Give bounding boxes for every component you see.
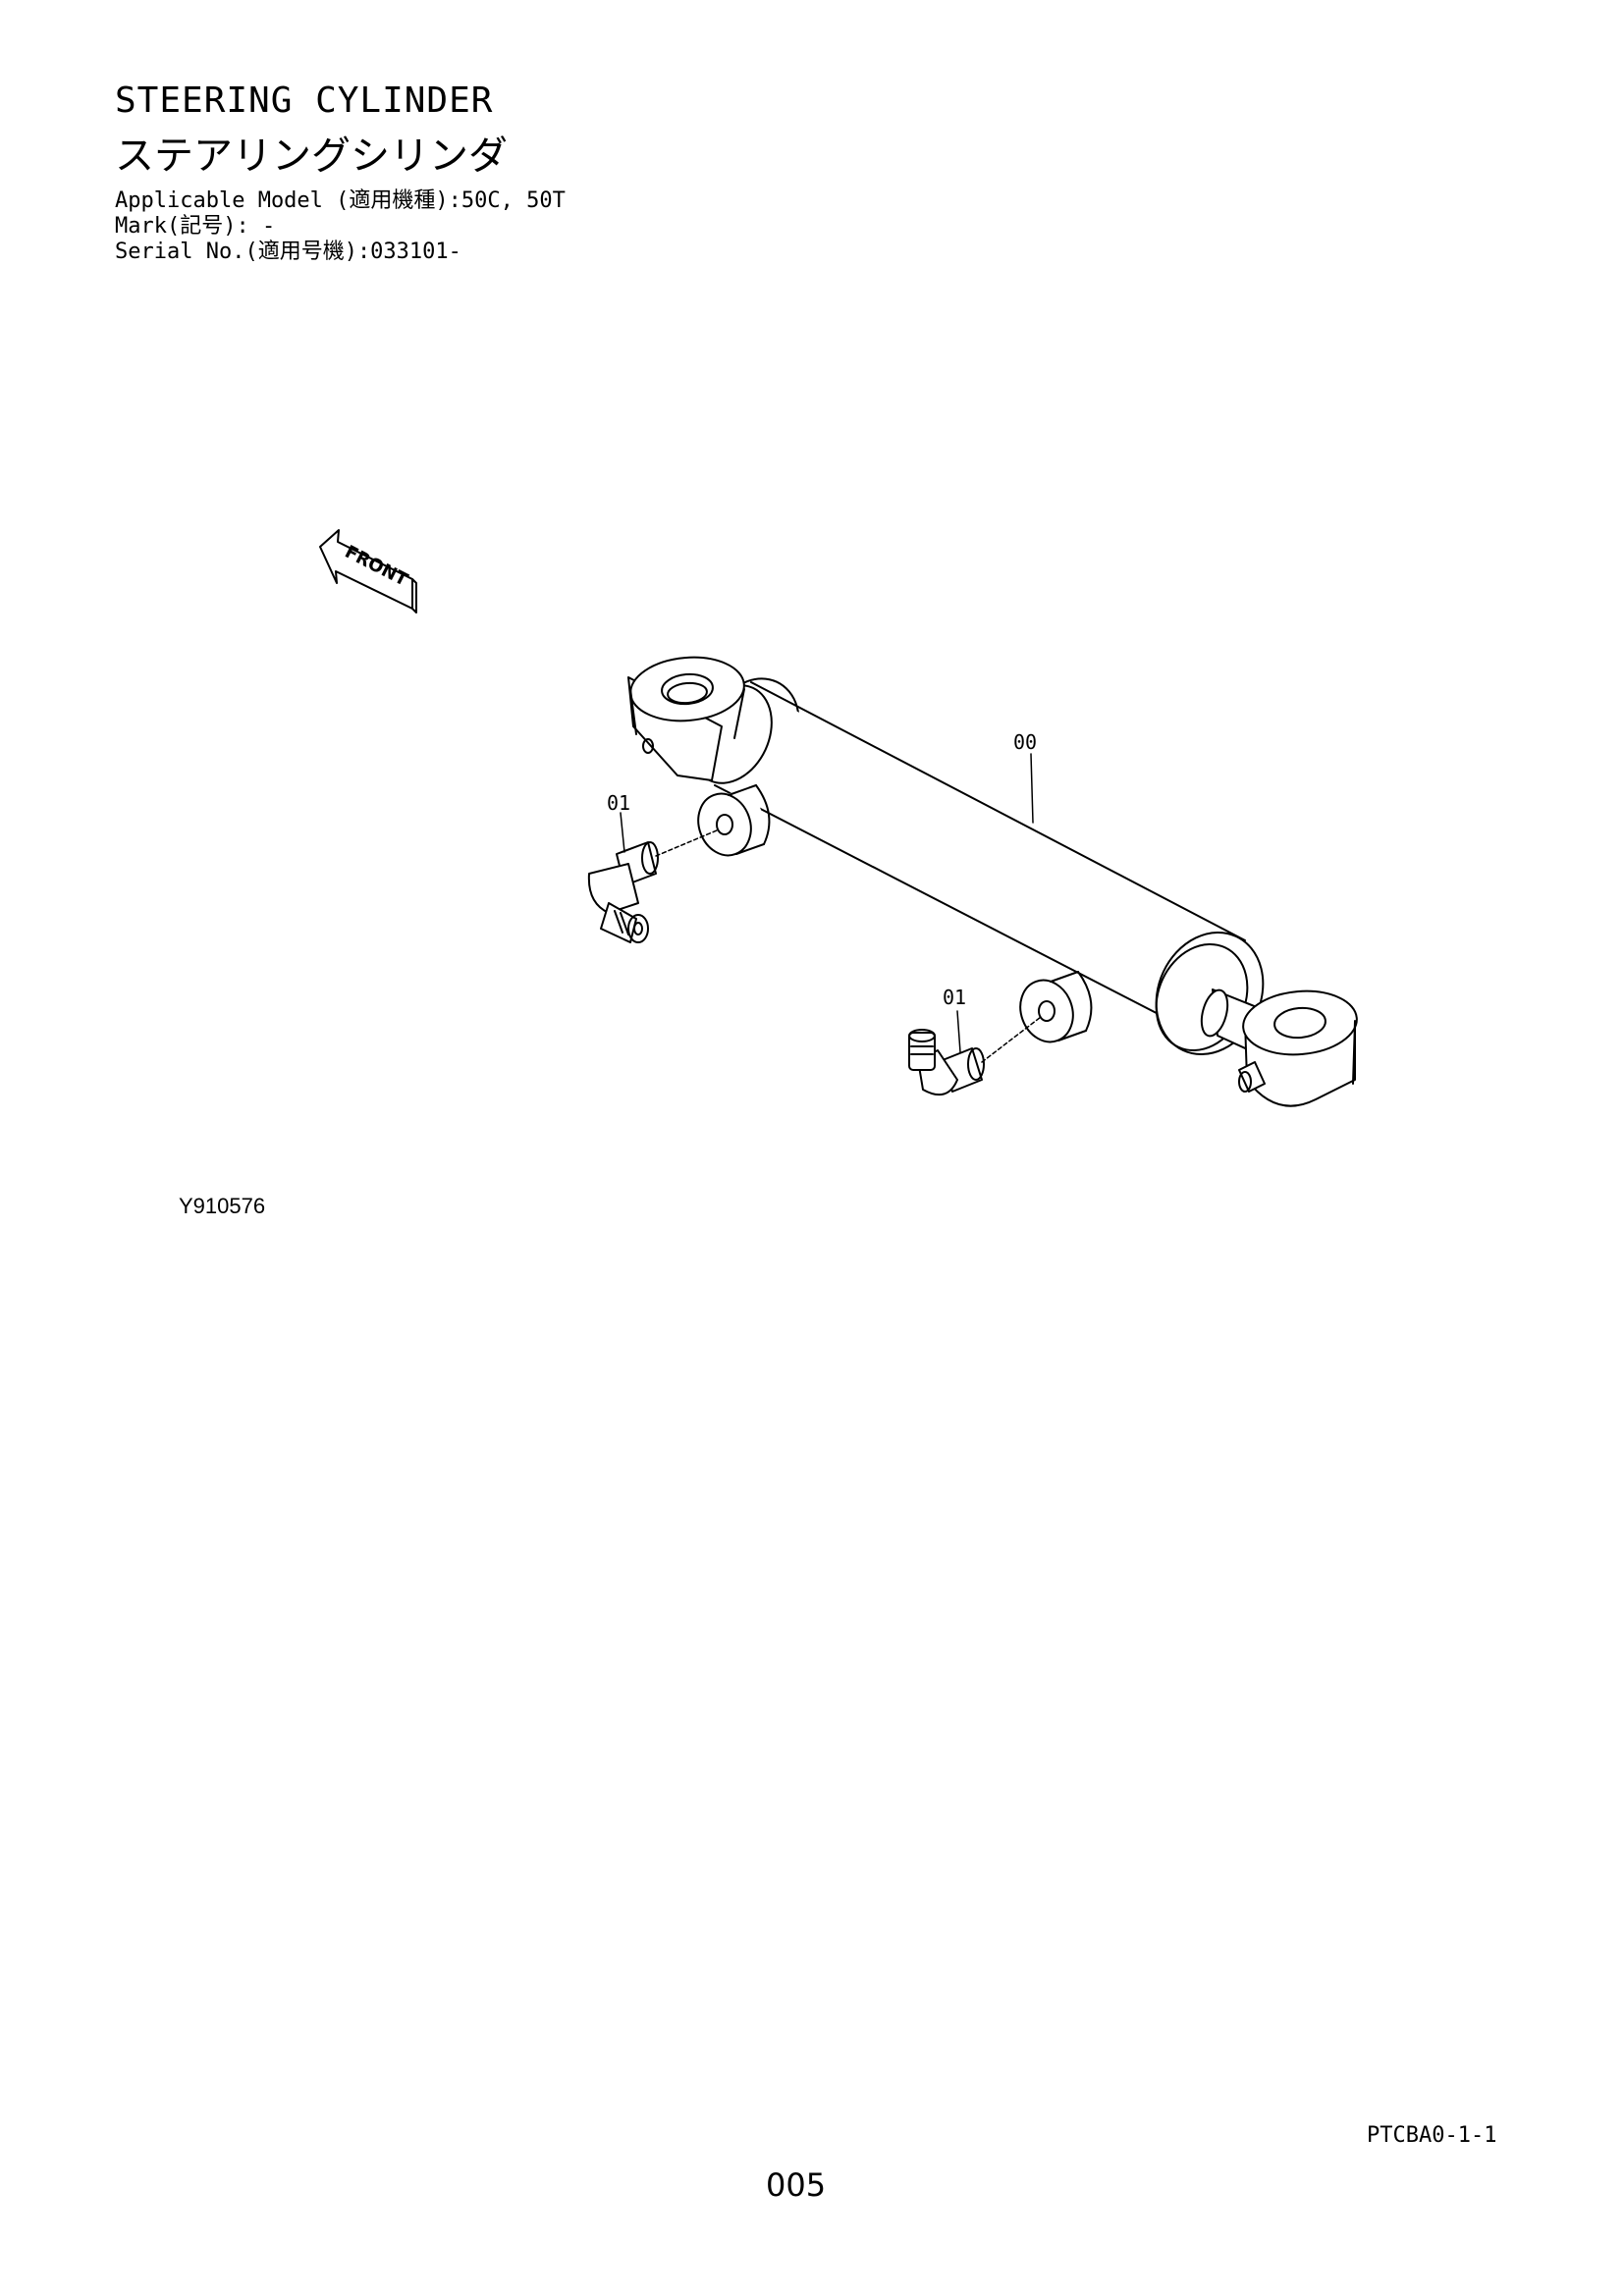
lower-elbow-fitting: [908, 1029, 985, 1096]
page-title-japanese: ステアリングシリンダ: [115, 133, 508, 179]
serial-number: Serial No.(適用号機):033101-: [115, 240, 461, 264]
page-title: STEERING CYLINDER: [115, 80, 494, 121]
front-eye-mount: [1238, 989, 1358, 1107]
mark-line: Mark(記号): -: [115, 214, 276, 239]
upper-elbow-fitting: [587, 841, 659, 943]
callout-01-upper: 01: [607, 791, 631, 815]
callout-00: 00: [1013, 730, 1038, 754]
callout-01-lower: 01: [943, 986, 967, 1009]
cylinder-body: [690, 677, 1268, 1059]
rear-eye-mount: [627, 656, 745, 781]
leader-lines: [620, 753, 1042, 1063]
lower-port-boss: [1019, 971, 1093, 1043]
page-number: 005: [766, 2166, 827, 2204]
upper-port-boss: [697, 784, 771, 857]
image-code: Y910576: [179, 1194, 266, 1218]
front-arrow-icon: [319, 529, 417, 614]
page-code: PTCBA0-1-1: [1367, 2123, 1497, 2148]
applicable-model: Applicable Model (適用機種):50C, 50T: [115, 188, 566, 213]
